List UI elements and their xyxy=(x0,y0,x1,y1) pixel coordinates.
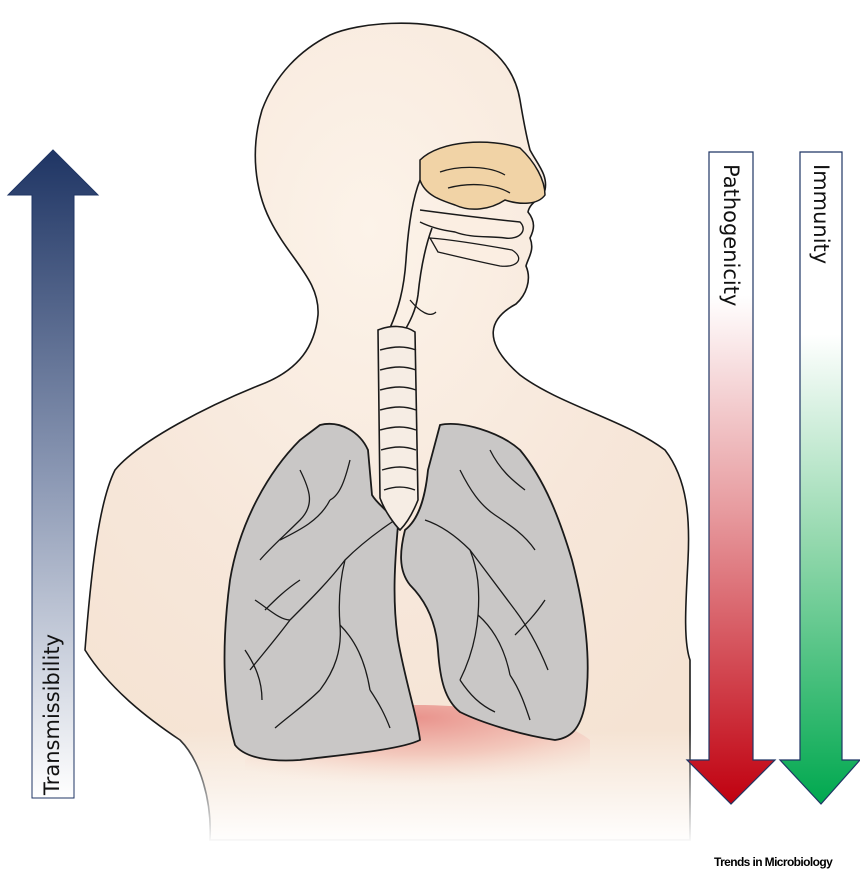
immunity-label: Immunity xyxy=(809,164,833,264)
immunity-arrow: Immunity xyxy=(780,152,860,804)
transmissibility-arrow: Transmissibility xyxy=(8,150,98,798)
transmissibility-label: Transmissibility xyxy=(40,634,64,796)
journal-credit: Trends in Microbiology xyxy=(714,855,832,869)
pathogenicity-arrow: Pathogenicity xyxy=(687,152,775,804)
pathogenicity-label: Pathogenicity xyxy=(719,164,743,306)
